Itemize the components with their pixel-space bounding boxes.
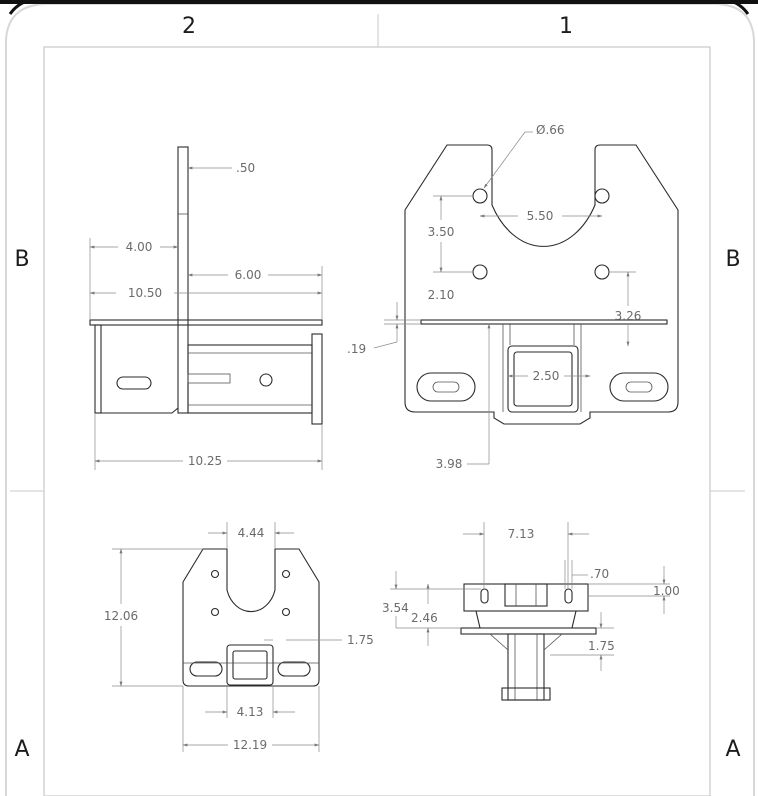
- dim-receiver-width: 4.13: [237, 705, 264, 719]
- zone-label-right-b: B: [725, 247, 740, 272]
- zone-label-left-a: A: [14, 737, 29, 762]
- dim-lower-offset: 2.10: [428, 288, 455, 302]
- dim-bottom-thickness: 1.00: [653, 584, 680, 598]
- dim-receiver-height: 3.26: [615, 309, 642, 323]
- dim-receiver-depth: 3.98: [436, 457, 463, 471]
- front-view: Ø.66 3.50 5.50 2.10 3.26 .19 2.50: [347, 123, 679, 471]
- side-view-geometry: [89, 146, 323, 425]
- dim-upper-span: 6.00: [235, 268, 262, 282]
- dim-hole-vertical: 3.50: [428, 225, 455, 239]
- dim-hole-spacing: 5.50: [527, 209, 554, 223]
- dim-hole-diameter: Ø.66: [536, 123, 565, 137]
- bottom-view-dimensions: 7.13 .70 1.00 3.54 2.46 1.75: [382, 522, 680, 671]
- dim-overall-upper: 10.50: [128, 286, 162, 300]
- small-front-view-geometry: [182, 548, 320, 687]
- dim-upper-offset: 4.00: [126, 240, 153, 254]
- dim-bottom-width: 7.13: [508, 527, 535, 541]
- dim-bottom-gap: .70: [590, 567, 609, 581]
- side-view: .50 4.00 6.00 10.50 10.25: [89, 146, 323, 470]
- front-view-dimensions: Ø.66 3.50 5.50 2.10 3.26 .19 2.50: [347, 123, 641, 471]
- dim-small-offset: 1.75: [347, 633, 374, 647]
- bottom-view-geometry: [460, 583, 597, 701]
- side-view-dimensions: .50 4.00 6.00 10.50 10.25: [89, 161, 323, 470]
- dim-bottom-left-height: 3.54: [382, 601, 409, 615]
- dim-plate-thickness: .50: [236, 161, 255, 175]
- dim-receiver-size: 2.50: [533, 369, 560, 383]
- dim-bottom-right-offset: 1.75: [588, 639, 615, 653]
- bottom-view: 7.13 .70 1.00 3.54 2.46 1.75: [382, 522, 680, 701]
- small-front-view: 4.44 12.06 1.75 4.13 12.19: [104, 522, 374, 752]
- dim-overall-lower: 10.25: [188, 454, 222, 468]
- dim-overall-width: 12.19: [233, 738, 267, 752]
- small-front-view-dimensions: 4.44 12.06 1.75 4.13 12.19: [104, 522, 374, 752]
- dim-top-width: 4.44: [238, 526, 265, 540]
- dim-bottom-left-offset: 2.46: [411, 611, 438, 625]
- dim-small-height: 12.06: [104, 609, 138, 623]
- zone-label-left-b: B: [14, 247, 29, 272]
- zone-label-top-2: 2: [182, 14, 196, 39]
- zone-label-right-a: A: [725, 737, 740, 762]
- zone-label-top-1: 1: [559, 14, 573, 39]
- dim-flange-thickness: .19: [347, 342, 366, 356]
